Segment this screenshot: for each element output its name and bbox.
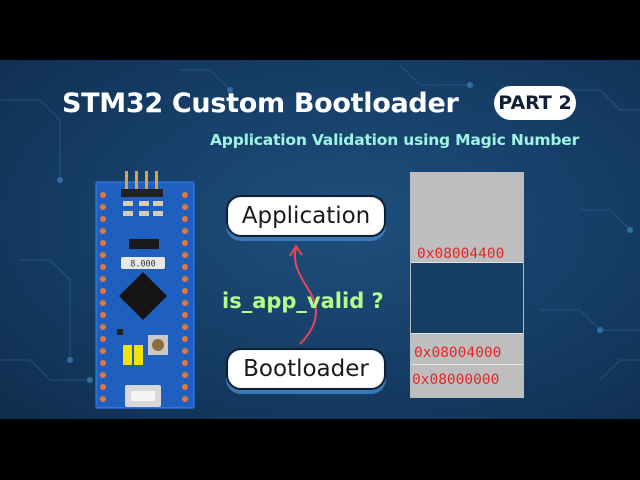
address-label-upper: 0x08004000	[414, 345, 502, 361]
memory-region-bootloader-base	[411, 365, 523, 397]
memory-region-gap	[411, 262, 523, 334]
bootloader-label: Bootloader	[226, 348, 386, 390]
validation-question: is_app_valid ?	[222, 289, 384, 313]
address-label-base: 0x08000000	[412, 372, 500, 388]
part-badge: PART 2	[494, 86, 576, 120]
stm32-blue-pill-board-icon: 8.000	[95, 171, 195, 409]
circuit-background-icon	[0, 64, 640, 383]
memory-map	[410, 172, 524, 398]
address-label-app: 0x08004400	[417, 246, 505, 262]
board-display-text: 8.000	[130, 260, 156, 270]
thumbnail-image: STM32 Custom Bootloader PART 2 Applicati…	[0, 60, 640, 419]
application-label: Application	[226, 195, 386, 237]
curved-arrow-icon	[289, 244, 317, 345]
subtitle: Application Validation using Magic Numbe…	[210, 131, 580, 149]
memory-region-bootloader-upper	[411, 334, 523, 365]
memory-region-application	[411, 173, 523, 262]
page-title: STM32 Custom Bootloader	[62, 88, 459, 119]
